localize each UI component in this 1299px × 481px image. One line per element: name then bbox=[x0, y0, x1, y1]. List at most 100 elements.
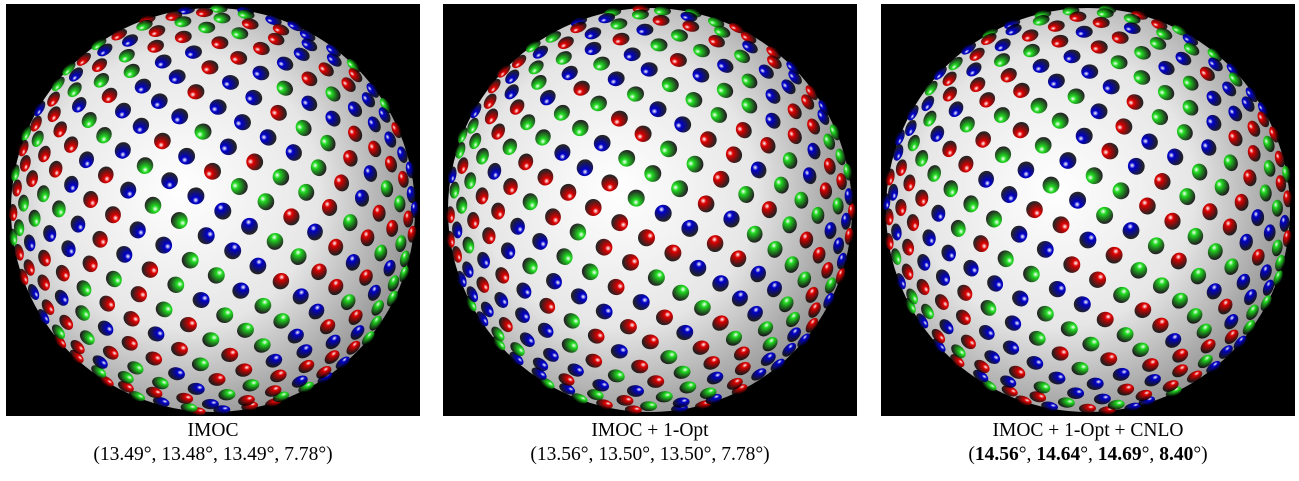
red-marker bbox=[821, 262, 834, 279]
green-marker bbox=[1082, 336, 1100, 352]
red-marker bbox=[1029, 391, 1047, 403]
blue-marker bbox=[1226, 63, 1240, 77]
blue-marker bbox=[79, 151, 94, 169]
blue-marker bbox=[1259, 264, 1272, 281]
red-marker bbox=[713, 170, 730, 188]
green-marker bbox=[1263, 135, 1275, 153]
blue-marker bbox=[325, 334, 341, 350]
red-marker bbox=[708, 34, 725, 48]
red-marker bbox=[174, 30, 192, 44]
blue-marker bbox=[265, 353, 283, 368]
green-marker bbox=[694, 300, 711, 316]
red-marker bbox=[641, 334, 659, 350]
red-marker bbox=[18, 268, 29, 286]
red-marker bbox=[570, 21, 587, 34]
green-marker bbox=[8, 228, 18, 246]
red-marker bbox=[145, 386, 163, 399]
blue-marker bbox=[214, 202, 232, 220]
sphere-render bbox=[881, 4, 1295, 416]
blue-marker bbox=[287, 328, 304, 344]
green-marker bbox=[1032, 15, 1050, 26]
green-marker bbox=[492, 336, 506, 351]
blue-marker bbox=[584, 41, 602, 56]
green-marker bbox=[607, 369, 625, 383]
green-marker bbox=[191, 357, 209, 372]
blue-marker bbox=[129, 221, 146, 239]
blue-marker bbox=[1079, 231, 1097, 249]
blue-marker bbox=[292, 288, 309, 305]
green-marker bbox=[91, 38, 107, 51]
angle-value: 13.49 bbox=[99, 444, 144, 465]
blue-marker bbox=[593, 134, 611, 152]
blue-marker bbox=[114, 142, 131, 159]
blue-marker bbox=[187, 187, 205, 205]
blue-marker bbox=[1073, 296, 1091, 313]
blue-marker bbox=[1228, 105, 1243, 122]
green-marker bbox=[829, 124, 841, 141]
blue-marker bbox=[922, 229, 936, 247]
red-marker bbox=[805, 85, 818, 100]
red-marker bbox=[211, 36, 229, 50]
red-marker bbox=[1069, 11, 1087, 22]
blue-marker bbox=[121, 34, 139, 47]
red-marker bbox=[647, 375, 665, 388]
red-marker bbox=[656, 309, 673, 326]
green-marker bbox=[1030, 97, 1048, 114]
red-marker bbox=[835, 267, 846, 285]
blue-marker bbox=[383, 259, 396, 277]
red-marker bbox=[622, 254, 639, 271]
blue-marker bbox=[510, 217, 525, 235]
red-marker bbox=[509, 99, 525, 115]
green-marker bbox=[75, 305, 90, 321]
red-marker bbox=[316, 366, 332, 379]
green-marker bbox=[310, 159, 327, 177]
green-marker bbox=[462, 236, 475, 254]
red-marker bbox=[348, 125, 363, 142]
blue-marker bbox=[43, 225, 57, 242]
green-marker bbox=[1123, 13, 1141, 24]
blue-marker bbox=[116, 246, 133, 263]
degree-symbol: °, bbox=[143, 444, 162, 465]
blue-marker bbox=[731, 290, 748, 307]
green-marker bbox=[951, 344, 966, 359]
green-marker bbox=[522, 257, 538, 275]
green-marker bbox=[741, 97, 758, 114]
red-marker bbox=[1026, 201, 1043, 219]
red-marker bbox=[328, 238, 344, 256]
blue-marker bbox=[1069, 191, 1087, 209]
blue-marker bbox=[1041, 401, 1058, 411]
blue-marker bbox=[680, 11, 698, 22]
green-marker bbox=[213, 12, 231, 24]
blue-marker bbox=[681, 219, 699, 237]
green-marker bbox=[782, 152, 798, 169]
blue-marker bbox=[222, 74, 239, 90]
blue-marker bbox=[1059, 152, 1077, 169]
blue-marker bbox=[627, 385, 644, 397]
blue-marker bbox=[1026, 356, 1044, 370]
blue-marker bbox=[134, 78, 152, 94]
red-marker bbox=[1199, 66, 1215, 81]
caption: IMOC (13.49°, 13.48°, 13.49°, 7.78°) bbox=[6, 419, 420, 467]
red-marker bbox=[467, 212, 480, 229]
red-marker bbox=[812, 246, 826, 264]
red-marker bbox=[601, 174, 619, 192]
blue-marker bbox=[532, 357, 549, 371]
red-marker bbox=[729, 22, 746, 34]
green-marker bbox=[1112, 182, 1130, 200]
red-marker bbox=[111, 28, 128, 41]
green-marker bbox=[369, 315, 382, 331]
red-marker bbox=[712, 315, 729, 331]
red-marker bbox=[616, 395, 634, 406]
green-marker bbox=[906, 288, 918, 305]
blue-marker bbox=[1032, 58, 1050, 73]
blue-marker bbox=[817, 109, 830, 125]
green-marker bbox=[1197, 354, 1213, 369]
red-marker bbox=[47, 91, 60, 107]
blue-marker bbox=[1001, 186, 1018, 203]
green-marker bbox=[1214, 178, 1230, 196]
green-marker bbox=[782, 216, 797, 234]
blue-marker bbox=[797, 333, 811, 348]
panel-imoc-1opt-cnlo: IMOC + 1-Opt + CNLO (14.56°, 14.64°, 14.… bbox=[881, 4, 1295, 467]
red-marker bbox=[584, 199, 602, 216]
blue-marker bbox=[187, 382, 205, 395]
